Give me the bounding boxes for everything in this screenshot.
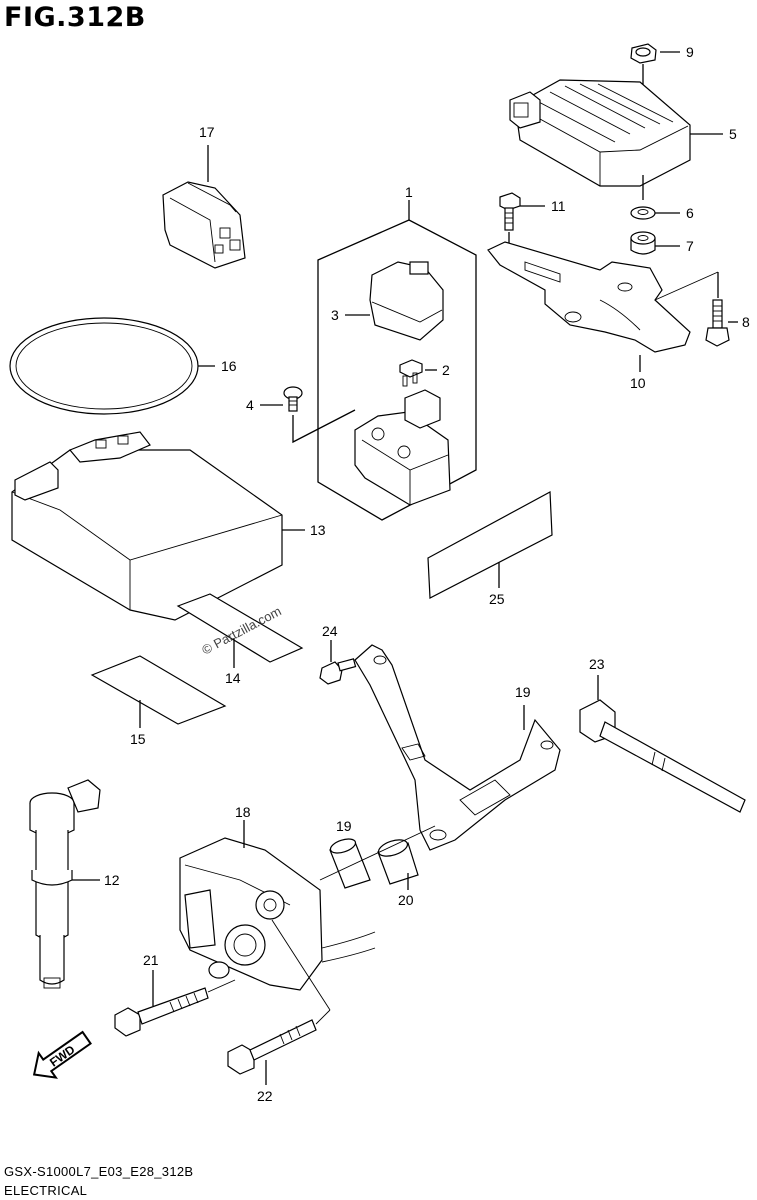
part-13-ecm[interactable] — [11, 431, 283, 621]
callout-20: 20 — [398, 892, 414, 908]
callout-19-lower: 19 — [336, 818, 352, 834]
callout-5: 5 — [729, 126, 737, 142]
callout-15: 15 — [130, 731, 146, 747]
figure-title: FIG.312B — [4, 2, 146, 33]
callout-24: 24 — [322, 623, 338, 639]
callout-17: 17 — [199, 124, 215, 140]
part-19-bracket[interactable] — [354, 644, 561, 851]
callout-9: 9 — [686, 44, 694, 60]
callout-23: 23 — [589, 656, 605, 672]
part-22-bolt[interactable] — [227, 1019, 317, 1075]
part-24-bolt[interactable] — [319, 658, 357, 685]
part-7-grommet[interactable] — [630, 231, 656, 255]
part-18-sensor[interactable] — [179, 837, 376, 991]
callout-6: 6 — [686, 205, 694, 221]
callout-14: 14 — [225, 670, 241, 686]
part-6-washer[interactable] — [630, 206, 656, 220]
part-15-sheet[interactable] — [90, 655, 227, 725]
callout-1: 1 — [405, 184, 413, 200]
part-16-band[interactable] — [9, 317, 199, 415]
part-14-sheet[interactable] — [176, 593, 304, 663]
callout-22: 22 — [257, 1088, 273, 1104]
callout-10: 10 — [630, 375, 646, 391]
callout-19-upper: 19 — [515, 684, 531, 700]
part-2-fuse[interactable] — [399, 359, 423, 387]
part-8-bolt[interactable] — [705, 299, 730, 347]
fwd-direction-badge: FWD — [32, 1030, 92, 1079]
part-23-clamp[interactable] — [579, 699, 746, 813]
callout-11: 11 — [551, 198, 566, 214]
part-5-regulator-rectifier[interactable] — [509, 79, 691, 187]
part-12-ignition-coil[interactable] — [29, 779, 101, 989]
callout-3: 3 — [331, 307, 339, 323]
callout-13: 13 — [310, 522, 326, 538]
part-11-bolt[interactable] — [499, 192, 521, 231]
callout-8: 8 — [742, 314, 750, 330]
part-25-sheet[interactable] — [427, 491, 553, 599]
part-4-screw[interactable] — [283, 386, 303, 412]
section-name: ELECTRICAL — [4, 1183, 88, 1198]
part-17-relay[interactable] — [162, 181, 246, 269]
callout-12: 12 — [104, 872, 120, 888]
callout-7: 7 — [686, 238, 694, 254]
starter-relay-body[interactable] — [354, 389, 451, 506]
callout-18: 18 — [235, 804, 251, 820]
callout-4: 4 — [246, 397, 254, 413]
part-21-bolt[interactable] — [114, 987, 209, 1037]
part-3-cover[interactable] — [369, 261, 444, 341]
callout-21: 21 — [143, 952, 159, 968]
model-code: GSX-S1000L7_E03_E28_312B — [4, 1164, 194, 1179]
callout-25: 25 — [489, 591, 505, 607]
callout-16: 16 — [221, 358, 237, 374]
callout-2: 2 — [442, 362, 450, 378]
part-19-collar[interactable] — [329, 836, 371, 889]
part-10-bracket[interactable] — [487, 241, 691, 353]
part-9-nut[interactable] — [630, 43, 657, 88]
